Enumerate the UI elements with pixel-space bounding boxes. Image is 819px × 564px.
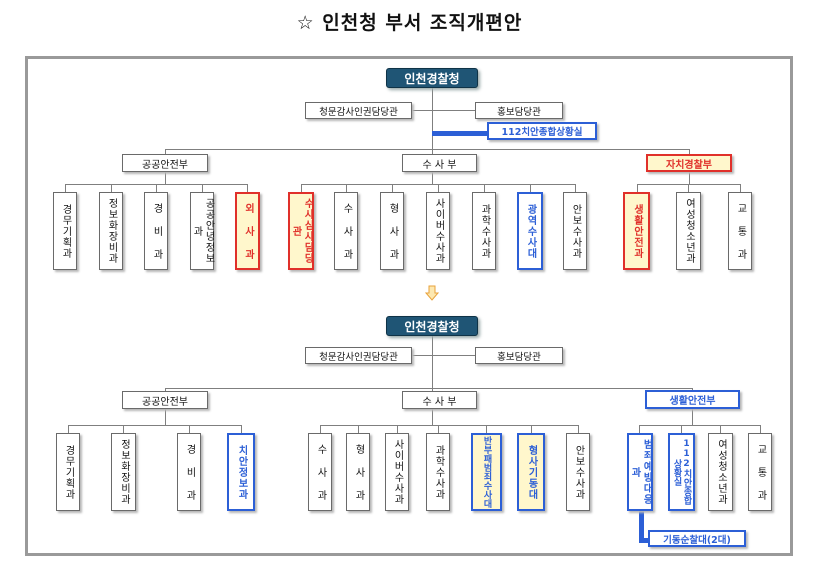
before-unit: 수 사 과 [334, 192, 358, 270]
after-unit-anti-corruption: 반부패범죄수사대 [471, 433, 502, 511]
before-head-node: 인천경찰청 [386, 68, 478, 88]
after-audit-officer: 청문감사인권담당관 [305, 347, 412, 364]
before-unit: 정보화장비과 [99, 192, 123, 270]
before-bureau-investigation: 수 사 부 [402, 154, 477, 172]
after-pr-officer: 홍보담당관 [475, 347, 563, 364]
before-unit: 여성청소년과 [676, 192, 701, 270]
org-chart-frame [25, 56, 793, 556]
after-unit: 정보화장비과 [111, 433, 136, 511]
before-unit-community-safety: 생활안전과 [623, 192, 650, 270]
before-unit: 형 사 과 [380, 192, 404, 270]
page-title: ☆ 인천청 부서 조직개편안 [296, 12, 523, 34]
after-mobile-patrol-unit: 기동순찰대(2대) [648, 530, 746, 547]
before-bureau-public-safety: 공공안전부 [122, 154, 208, 172]
after-unit: 여성청소년과 [708, 433, 733, 511]
before-unit: 안보수사과 [563, 192, 587, 270]
before-bureau-autonomous-police: 자치경찰부 [646, 154, 732, 172]
before-unit: 사이버수사과 [426, 192, 450, 270]
before-unit-metro-investigation: 광역수사대 [517, 192, 543, 270]
before-unit: 과학수사과 [472, 192, 496, 270]
after-unit: 교 통 과 [748, 433, 772, 511]
before-pr-officer: 홍보담당관 [475, 102, 563, 119]
after-unit: 과학수사과 [426, 433, 450, 511]
after-bureau-community-safety: 생활안전부 [645, 390, 740, 409]
before-unit: 교 통 과 [728, 192, 752, 270]
after-unit-criminal-mobile: 형사기동대 [517, 433, 545, 511]
after-unit-crime-prevention: 범죄예방대응과 [627, 433, 653, 511]
before-unit-investigation-review: 수사심사담당관 [288, 192, 314, 270]
after-unit: 안보수사과 [566, 433, 590, 511]
after-unit: 사이버수사과 [385, 433, 409, 511]
before-112-situation-room: 112치안종합상황실 [487, 122, 597, 140]
after-unit: 형 사 과 [346, 433, 370, 511]
after-unit-public-safety-info: 치안정보과 [227, 433, 255, 511]
before-unit: 경무기획과 [53, 192, 77, 270]
down-arrow-icon [425, 285, 439, 301]
after-head-node: 인천경찰청 [386, 316, 478, 336]
after-unit-112-situation-room: 112치안종합상황실 [668, 433, 695, 511]
before-audit-officer: 청문감사인권담당관 [305, 102, 412, 119]
after-bureau-investigation: 수 사 부 [402, 391, 477, 409]
before-unit-foreign-affairs: 외 사 과 [235, 192, 260, 270]
after-unit: 경무기획과 [56, 433, 80, 511]
after-unit: 수 사 과 [308, 433, 332, 511]
after-bureau-public-safety: 공공안전부 [122, 391, 208, 409]
after-unit: 경 비 과 [177, 433, 201, 511]
before-unit: 경 비 과 [144, 192, 168, 270]
before-unit: 공공안녕정보과 [190, 192, 214, 270]
